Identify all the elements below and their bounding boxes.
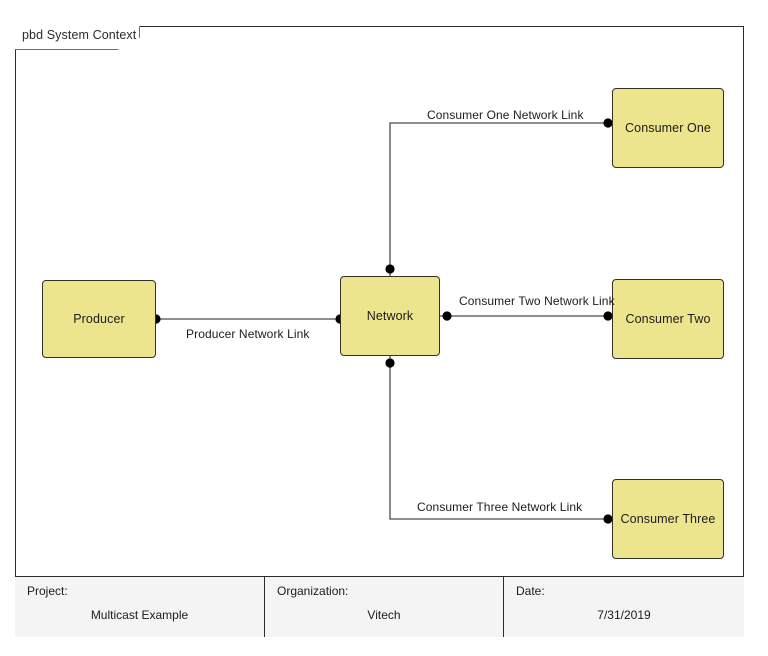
node-consumer-one[interactable]: Consumer One: [612, 88, 724, 168]
node-consumer-two[interactable]: Consumer Two: [612, 279, 724, 359]
diagram-title-label: pbd System Context: [22, 28, 137, 42]
link-label-consumer-two[interactable]: Consumer Two Network Link: [459, 294, 615, 308]
link-label-consumer-three[interactable]: Consumer Three Network Link: [417, 500, 583, 514]
node-consumer-three[interactable]: Consumer Three: [612, 479, 724, 559]
footer-date-label: Date:: [516, 584, 545, 598]
footer-project-label: Project:: [27, 584, 68, 598]
footer-project-value: Multicast Example: [90, 608, 189, 622]
footer-cell-organization: Organization: Vitech: [264, 577, 503, 637]
footer-table: Project: Multicast Example Organization:…: [15, 576, 744, 637]
footer-organization-label: Organization:: [277, 584, 349, 598]
diagram-title-tab: [15, 26, 140, 50]
node-network[interactable]: Network: [340, 276, 440, 356]
link-label-producer[interactable]: Producer Network Link: [186, 327, 310, 341]
footer-cell-project: Project: Multicast Example: [15, 577, 264, 637]
footer-date-value: 7/31/2019: [597, 608, 651, 622]
footer-organization-value: Vitech: [367, 608, 401, 622]
footer-cell-date: Date: 7/31/2019: [503, 577, 744, 637]
link-label-consumer-one[interactable]: Consumer One Network Link: [427, 108, 584, 122]
node-producer[interactable]: Producer: [42, 280, 156, 358]
